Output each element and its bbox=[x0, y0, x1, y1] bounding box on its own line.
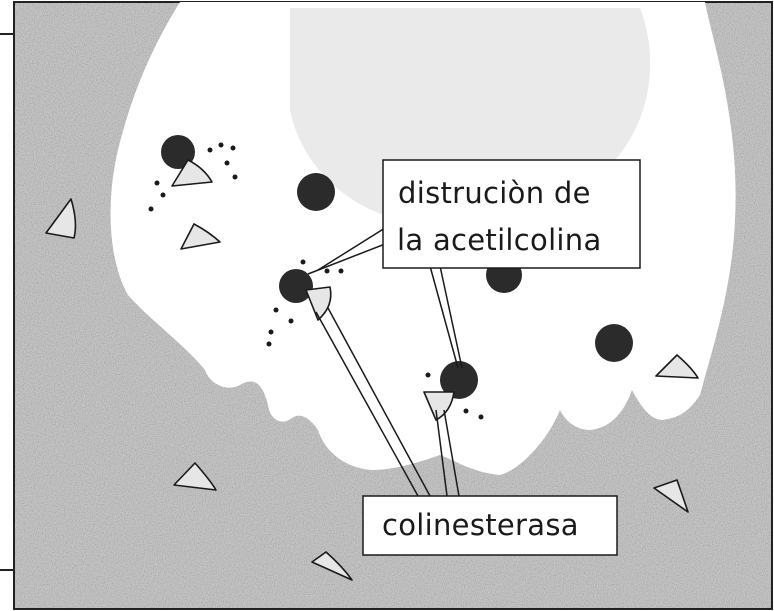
cholinesterase-wedges bbox=[45, 159, 699, 581]
acetylcholine-molecule bbox=[595, 324, 633, 362]
acetylcholine-molecule bbox=[440, 361, 478, 399]
enzyme-callout-lines bbox=[315, 307, 460, 497]
enzyme-wedge bbox=[311, 551, 353, 581]
acetylcholine-molecule bbox=[279, 269, 313, 303]
enzyme-wedge bbox=[305, 286, 332, 321]
enzyme-wedge bbox=[423, 391, 455, 421]
enzyme-label-box: colinesterasa bbox=[362, 495, 618, 556]
destruction-label-line2: la acetilcolina bbox=[397, 223, 602, 257]
enzyme-wedge bbox=[173, 462, 217, 491]
destruction-label-line1: distruciòn de bbox=[398, 176, 591, 210]
destruction-label-box: distruciòn de la acetilcolina bbox=[382, 159, 641, 269]
acetylcholine-molecule bbox=[161, 135, 195, 169]
enzyme-label: colinesterasa bbox=[382, 508, 579, 542]
enzyme-wedge bbox=[653, 479, 689, 513]
fragment-dots bbox=[148, 142, 484, 420]
enzyme-wedge bbox=[655, 354, 699, 379]
destruction-callout-lines bbox=[307, 227, 463, 369]
enzyme-wedge bbox=[180, 223, 221, 250]
enzyme-wedge bbox=[45, 198, 77, 239]
acetylcholine-molecule bbox=[297, 173, 335, 211]
enzyme-wedge bbox=[171, 159, 213, 187]
